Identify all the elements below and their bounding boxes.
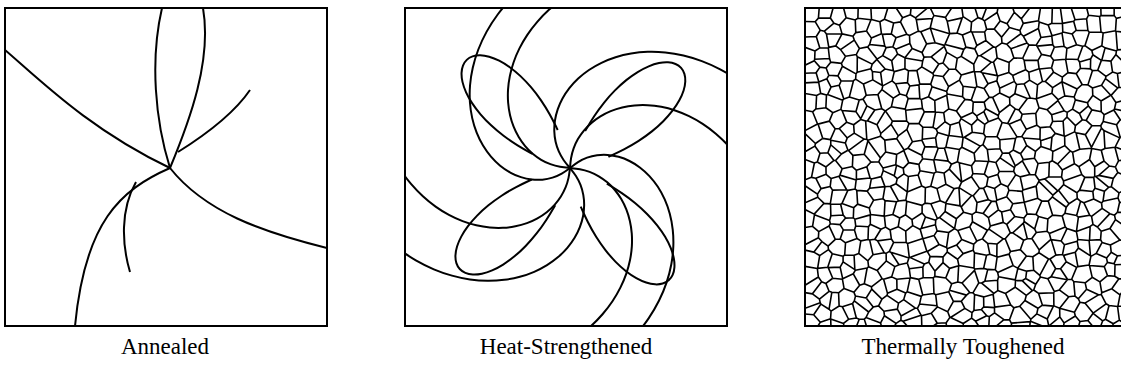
- crack-line: [508, 8, 727, 168]
- panel-caption: Annealed: [121, 334, 209, 360]
- crack-line: [405, 168, 632, 326]
- glass-panel: [805, 8, 1121, 326]
- glass-panel: [5, 8, 327, 326]
- crack-line: [570, 105, 727, 323]
- crack-line: [581, 184, 675, 285]
- crack-line: [455, 179, 555, 274]
- annealed-cracks: [5, 8, 327, 326]
- dicing-cracks: [805, 8, 1121, 326]
- crack-line: [405, 168, 584, 281]
- glass-panel: [405, 8, 727, 326]
- crack-line: [585, 62, 685, 157]
- crack-line: [470, 8, 648, 180]
- crack-line: [405, 8, 570, 228]
- toughened-dicing-cracks: [805, 8, 1121, 326]
- heat-strengthened-cracks: [405, 8, 727, 326]
- panel-caption: Thermally Toughened: [862, 334, 1065, 360]
- panel-caption: Heat-Strengthened: [480, 334, 652, 360]
- crack-line: [554, 52, 727, 168]
- crack-line: [462, 55, 558, 154]
